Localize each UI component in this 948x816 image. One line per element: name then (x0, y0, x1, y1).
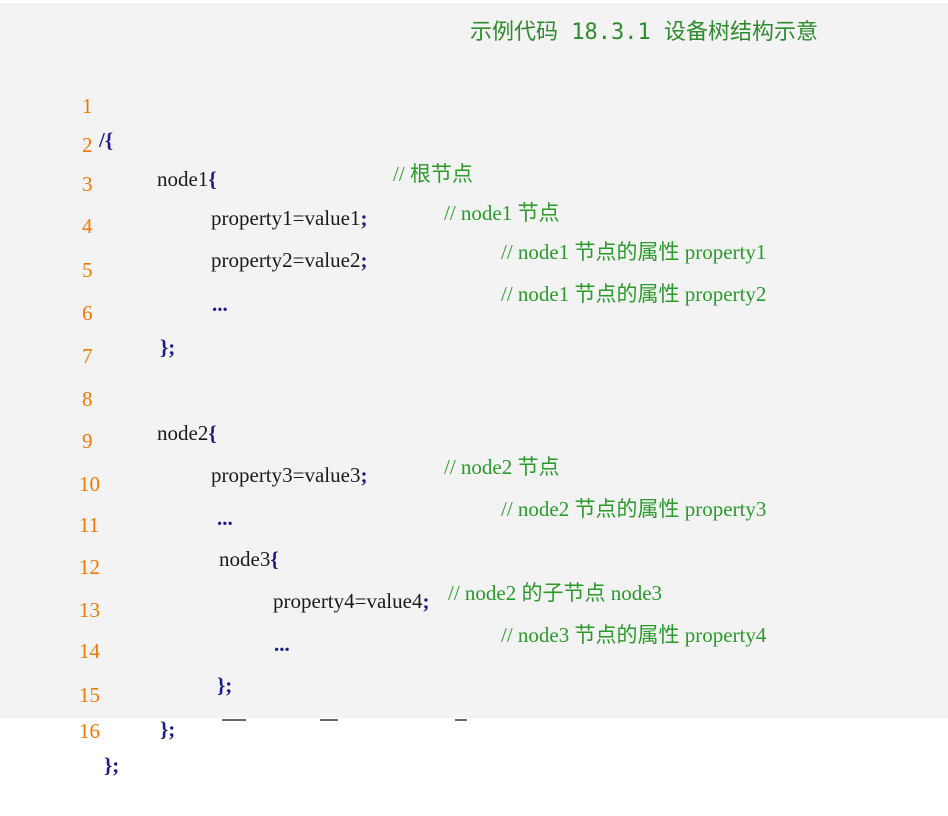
line-number: 13 (79, 598, 100, 622)
text-fragment-mark (222, 719, 246, 721)
code-text: ... (217, 501, 233, 535)
line-number: 11 (79, 513, 100, 537)
code-ident: property3=value3 (211, 463, 361, 487)
code-comment: // node2 节点 (444, 455, 560, 479)
code-listing-panel: 示例代码 18.3.1 设备树结构示意 1 /{ // 根节点 2 node1{… (0, 3, 948, 777)
code-text: }; (217, 668, 232, 702)
code-text: node2{ (157, 416, 217, 450)
code-ident: node2 (157, 421, 209, 445)
code-text: node1{ (157, 162, 217, 196)
code-text: property3=value3; (211, 458, 367, 492)
code-line-13: 13 ... (0, 559, 948, 656)
line-number: 4 (82, 214, 93, 238)
line-number: 1 (82, 94, 93, 118)
code-punct: ... (212, 292, 228, 316)
code-comment: // node1 节点的属性 property1 (501, 240, 767, 264)
code-line-14: 14 }; (0, 600, 948, 697)
code-comment: // node1 节点的属性 property2 (501, 282, 767, 306)
code-text: property2=value2; (211, 243, 367, 277)
line-number: 6 (82, 301, 93, 325)
code-punct: { (208, 421, 217, 445)
code-punct: ; (360, 248, 368, 272)
line-number: 15 (79, 683, 100, 707)
code-punct: { (208, 167, 217, 191)
code-line-11: 11 node3{ // node2 的子节点 node3 (0, 474, 948, 605)
line-number: 2 (82, 133, 93, 157)
line-number: 10 (79, 472, 100, 496)
code-ident: node1 (157, 167, 209, 191)
code-text: property1=value1; (211, 201, 367, 235)
line-number: 9 (82, 429, 93, 453)
code-line-1: 1 /{ // 根节点 (0, 55, 948, 186)
code-line-8: 8 node2{ // node2 节点 (0, 348, 948, 479)
code-text: property4=value4; (273, 584, 429, 618)
line-number: 5 (82, 258, 93, 282)
code-punct: }; (160, 335, 176, 359)
code-line-12: 12 property4=value4; // node3 节点的属性 prop… (0, 516, 948, 647)
code-text: node3{ (219, 542, 279, 576)
code-ident: property2=value2 (211, 248, 361, 272)
code-text: ... (274, 627, 290, 661)
code-line-9: 9 property3=value3; // node2 节点的属性 prope… (0, 390, 948, 521)
code-comment: // node1 节点 (444, 201, 560, 225)
code-ident: node3 (219, 547, 271, 571)
text-fragment-mark (320, 719, 338, 721)
code-line-15: 15 }; (0, 644, 948, 741)
code-punct: { (270, 547, 279, 571)
code-line-5: 5 ... (0, 219, 948, 316)
code-line-4: 4 property2=value2; // node1 节点的属性 prope… (0, 175, 948, 306)
code-punct: }; (217, 673, 233, 697)
code-line-3: 3 property1=value1; // node1 节点的属性 prope… (0, 133, 948, 264)
code-block: 1 /{ // 根节点 2 node1{ // node1 节点 3 prope… (0, 3, 948, 777)
code-comment: // 根节点 (393, 162, 473, 186)
code-punct: }; (104, 753, 120, 777)
code-line-2: 2 node1{ // node1 节点 (0, 94, 948, 225)
code-comment: // node2 的子节点 node3 (448, 581, 663, 605)
clipped-text-fragment (0, 716, 948, 725)
code-punct: ; (360, 206, 368, 230)
code-ident: property4=value4 (273, 589, 423, 613)
code-line-10: 10 ... (0, 433, 948, 530)
code-text: ... (212, 287, 228, 321)
code-punct: ... (274, 632, 290, 656)
code-text: }; (160, 330, 175, 364)
code-punct: ; (360, 463, 368, 487)
text-fragment-mark (455, 719, 467, 721)
listing-caption: 示例代码 18.3.1 设备树结构示意 (470, 20, 818, 45)
code-text: /{ (99, 123, 113, 157)
code-punct: /{ (99, 128, 114, 152)
code-line-7: 7 (0, 305, 948, 368)
code-text: }; (104, 748, 119, 782)
line-number: 14 (79, 639, 100, 663)
code-comment: // node3 节点的属性 property4 (501, 623, 767, 647)
code-punct: ; (422, 589, 430, 613)
code-comment: // node2 节点的属性 property3 (501, 497, 767, 521)
line-number: 3 (82, 172, 93, 196)
code-line-6: 6 }; (0, 262, 948, 359)
line-number: 8 (82, 387, 93, 411)
code-ident: property1=value1 (211, 206, 361, 230)
code-line-16: 16 }; (0, 680, 948, 777)
line-number: 12 (79, 555, 100, 579)
line-number: 7 (82, 344, 93, 368)
code-punct: ... (217, 506, 233, 530)
